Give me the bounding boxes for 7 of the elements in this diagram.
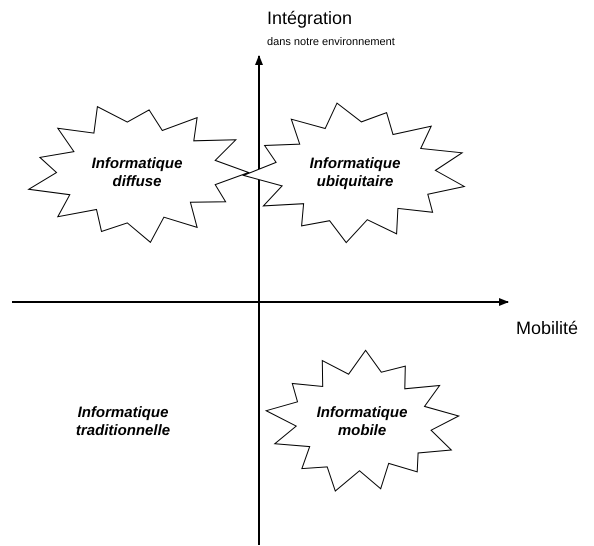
quadrant-label: Informatique mobile: [316, 404, 408, 440]
quadrant-label: Informatique diffuse: [90, 154, 184, 190]
axis-title: Mobilité: [516, 318, 578, 339]
quadrant-label: Informatique ubiquitaire: [308, 154, 402, 190]
axis-subtitle: dans notre environnement: [267, 36, 395, 48]
axis-title: Intégration: [267, 8, 352, 29]
quadrant-label: Informatique traditionnelle: [74, 404, 172, 440]
